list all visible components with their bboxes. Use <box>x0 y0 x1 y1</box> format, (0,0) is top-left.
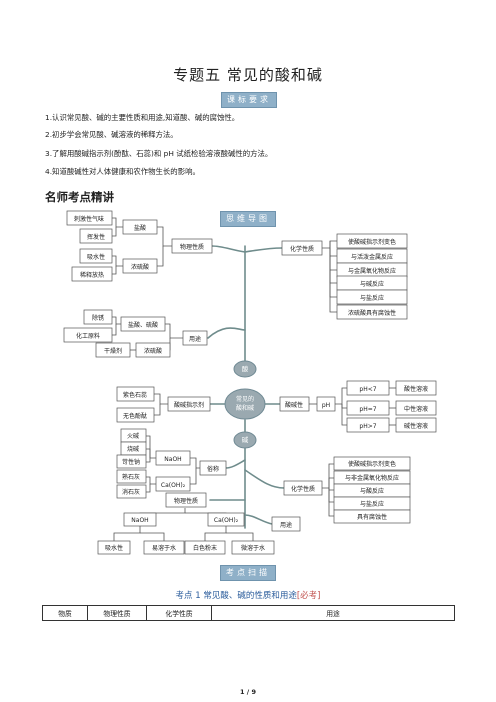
ph-node: pH <box>322 402 330 409</box>
mindmap-tag: 思维导图 <box>220 211 276 227</box>
exam-point-heading: 考点 1 常见酸、碱的性质和用途[必考] <box>0 589 496 601</box>
base-use-node: 用途 <box>280 521 292 529</box>
header-substance: 物质 <box>42 605 88 621</box>
header-use: 用途 <box>211 605 455 621</box>
ph-result-2: 中性溶液 <box>404 405 428 413</box>
naoh-name-2: 烧碱 <box>127 445 139 453</box>
hcl-prop-2: 挥发性 <box>87 233 105 241</box>
goal-2: 2.初步学会常见酸、碱溶液的稀释方法。 <box>45 130 178 139</box>
acid-chem-3: 与金属氧化物反应 <box>348 267 396 275</box>
exam-point-title: 考点 1 常见酸、碱的性质和用途 <box>175 591 297 601</box>
base-chem-5: 具有腐蚀性 <box>357 513 387 521</box>
indicator-litmus: 紫色石蕊 <box>123 391 147 399</box>
scan-tag: 考点扫描 <box>220 565 276 581</box>
acid-use-dryer: 干燥剂 <box>104 347 122 355</box>
acid-use-source-1: 盐酸、硫酸 <box>128 321 158 329</box>
acid-node <box>233 360 257 378</box>
curriculum-tag: 课标要求 <box>221 92 277 108</box>
acid-use-source-2: 浓硫酸 <box>144 347 162 355</box>
base-chem-1: 使酸碱指示剂变色 <box>348 460 396 468</box>
h2so4-prop-2: 稀释放热 <box>80 271 104 279</box>
ph-cond-2: pH=7 <box>359 406 376 413</box>
acid-chem-5: 与盐反应 <box>360 294 384 302</box>
goal-4: 4.知道酸碱性对人体健康和农作物生长的影响。 <box>45 167 200 176</box>
h2so4-prop-1: 吸水性 <box>87 253 105 261</box>
base-chem-3: 与酸反应 <box>360 487 384 495</box>
naoh-phys-node: NaOH <box>131 517 148 524</box>
base-node <box>233 431 257 449</box>
caoh2-name-2: 消石灰 <box>122 488 140 496</box>
required-badge: [必考] <box>296 591 321 601</box>
properties-table: 物质 物理性质 化学性质 用途 <box>42 605 455 621</box>
acid-chem-1: 使酸碱指示剂变色 <box>348 238 396 246</box>
acid-use-node: 用途 <box>189 335 201 343</box>
hcl-node: 盐酸 <box>134 224 146 232</box>
naoh-name-1: 火碱 <box>127 433 139 440</box>
acid-use-2: 化工原料 <box>76 332 100 340</box>
center-line-2: 酸和碱 <box>236 404 254 412</box>
mindmap-nodes: 常见的 酸和碱 酸 碱 <box>63 210 437 555</box>
ph-cond-3: pH>7 <box>359 423 376 430</box>
acid-chem-4: 与碱反应 <box>360 280 384 288</box>
acid-label: 酸 <box>242 364 249 373</box>
goal-1: 1.认识常见酸、碱的主要性质和用途,知道酸、碱的腐蚀性。 <box>45 113 240 122</box>
acid-physical-node: 物理性质 <box>180 243 204 251</box>
naoh-node: NaOH <box>164 456 181 463</box>
base-label: 碱 <box>242 436 249 444</box>
indicator-node: 酸碱指示剂 <box>174 401 204 409</box>
mindmap-connectors <box>112 217 396 541</box>
caoh2-prop-2: 微溶于水 <box>241 544 265 552</box>
h2so4-node: 浓硫酸 <box>131 263 149 271</box>
page-number: 1 / 9 <box>240 688 256 696</box>
caoh2-node: Ca(OH)₂ <box>161 482 186 489</box>
caoh2-prop-1: 白色粉末 <box>193 544 217 552</box>
acid-chemical-node: 化学性质 <box>290 245 314 253</box>
table-header-row: 物质 物理性质 化学性质 用途 <box>42 605 455 621</box>
acid-chem-2: 与活泼金属反应 <box>351 253 393 261</box>
naoh-name-3: 苛性钠 <box>122 458 140 466</box>
ph-cond-1: pH<7 <box>359 386 376 393</box>
goal-3: 3.了解用酸碱指示剂(酚酞、石蕊)和 pH 试纸检验溶液酸碱性的方法。 <box>45 149 273 158</box>
header-physical: 物理性质 <box>87 605 147 621</box>
caoh2-phys-node: Ca(OH)₂ <box>214 517 239 524</box>
acidity-node: 酸碱性 <box>285 401 303 409</box>
ph-result-3: 碱性溶液 <box>404 422 428 430</box>
naoh-prop-1: 吸水性 <box>105 544 123 552</box>
caoh2-name-1: 熟石灰 <box>122 473 140 481</box>
center-line-1: 常见的 <box>236 395 254 403</box>
base-physical-node: 物理性质 <box>174 497 198 505</box>
acid-chem-6: 浓硫酸具有腐蚀性 <box>348 309 396 317</box>
naoh-prop-2: 易溶于水 <box>152 544 176 552</box>
common-name-node: 俗称 <box>207 465 219 473</box>
header-chemical: 化学性质 <box>146 605 212 621</box>
base-chem-4: 与盐反应 <box>360 500 384 508</box>
acid-use-1: 除锈 <box>92 314 104 322</box>
center-node <box>224 388 266 420</box>
page-title: 专题五 常见的酸和碱 <box>173 66 323 84</box>
base-chemical-node: 化学性质 <box>291 485 315 493</box>
indicator-phenolphthalein: 无色酚酞 <box>123 412 147 420</box>
section-heading: 名师考点精讲 <box>45 190 114 204</box>
ph-result-1: 酸性溶液 <box>404 385 428 393</box>
mindmap-branches <box>207 245 285 529</box>
base-chem-2: 与非金属氧化物反应 <box>345 474 399 482</box>
hcl-prop-1: 刺激性气味 <box>74 215 104 223</box>
